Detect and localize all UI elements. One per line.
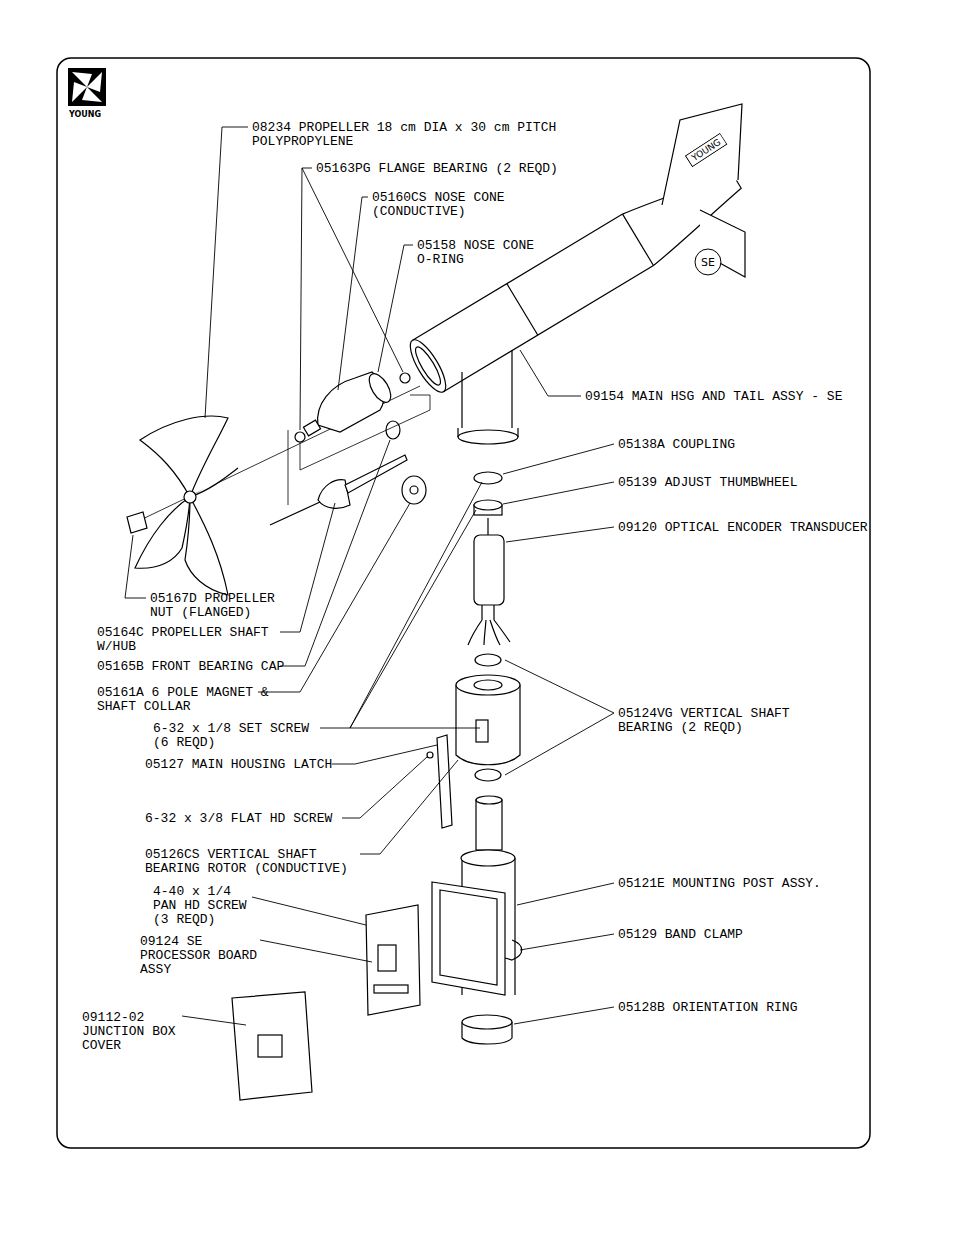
thumbwheel (474, 500, 502, 515)
part-label: 09154 MAIN HSG AND TAIL ASSY - SE (585, 390, 842, 404)
flange-bearing (400, 373, 410, 383)
part-label: 05128B ORIENTATION RING (618, 1001, 797, 1015)
group-bracket (288, 395, 430, 505)
logo-mark (68, 68, 106, 106)
part-label: 05160CS NOSE CONE (CONDUCTIVE) (372, 191, 514, 219)
part-label: 05158 NOSE CONE O-RING (417, 239, 543, 267)
processor-board (366, 905, 420, 1015)
name-tag: YOUNG (684, 133, 727, 168)
part-label: 05138A COUPLING (618, 438, 735, 452)
page-frame (57, 58, 870, 1148)
part-label: 05127 MAIN HOUSING LATCH (145, 758, 332, 772)
part-label: 09120 OPTICAL ENCODER TRANSDUCER (618, 521, 868, 535)
bearing-rotor (456, 675, 520, 765)
leader-lines (125, 127, 614, 1025)
part-label: 05139 ADJUST THUMBWHEEL (618, 476, 797, 490)
part-label: 05121E MOUNTING POST ASSY. (618, 877, 821, 891)
part-label: 05126CS VERTICAL SHAFT BEARING ROTOR (CO… (145, 848, 357, 876)
coupling (474, 472, 502, 484)
mounting-post (432, 796, 515, 995)
part-label: 05161A 6 POLE MAGNET & SHAFT COLLAR (97, 686, 278, 714)
housing-latch (437, 735, 452, 828)
logo-text: YOUNG (69, 108, 101, 122)
badge-circle: SE (694, 248, 722, 276)
node-text: SE (701, 256, 715, 269)
band-clamp (505, 940, 522, 960)
part-label: 05124VG VERTICAL SHAFT BEARING (2 REQD) (618, 707, 799, 735)
propeller-nut (127, 512, 147, 533)
part-label: 08234 PROPELLER 18 cm DIA x 30 cm PITCH … (252, 121, 572, 149)
propeller (135, 416, 238, 595)
part-label: 05129 BAND CLAMP (618, 928, 743, 942)
vertical-bearing (475, 769, 501, 781)
tail-fin (662, 104, 742, 205)
flange-bearing (295, 432, 305, 442)
part-label: 6-32 x 1/8 SET SCREW (6 REQD) (153, 722, 318, 750)
part-label: 09124 SE PROCESSOR BOARD ASSY (140, 935, 265, 977)
optical-encoder (468, 518, 510, 645)
housing-stem (462, 350, 512, 428)
orientation-ring (462, 1015, 512, 1044)
housing-flange (458, 430, 518, 444)
magnet (402, 476, 426, 504)
part-label: 09112-02 JUNCTION BOX COVER (82, 1011, 182, 1053)
part-label: 6-32 x 3/8 FLAT HD SCREW (145, 812, 332, 826)
part-label: 05164C PROPELLER SHAFT W/HUB (97, 626, 278, 654)
part-label: 05165B FRONT BEARING CAP (97, 660, 284, 674)
part-label: 05163PG FLANGE BEARING (2 REQD) (316, 162, 558, 176)
junction-cover (232, 992, 312, 1100)
part-label: 4-40 x 1/4 PAN HD SCREW (3 REQD) (153, 885, 253, 927)
part-label: 05167D PROPELLER NUT (FLANGED) (150, 592, 283, 620)
vertical-bearing (475, 654, 501, 666)
propeller-shaft (270, 455, 407, 525)
tail-fin (700, 210, 745, 277)
nose-cone (303, 370, 395, 436)
front-bearing-cap (386, 421, 400, 439)
